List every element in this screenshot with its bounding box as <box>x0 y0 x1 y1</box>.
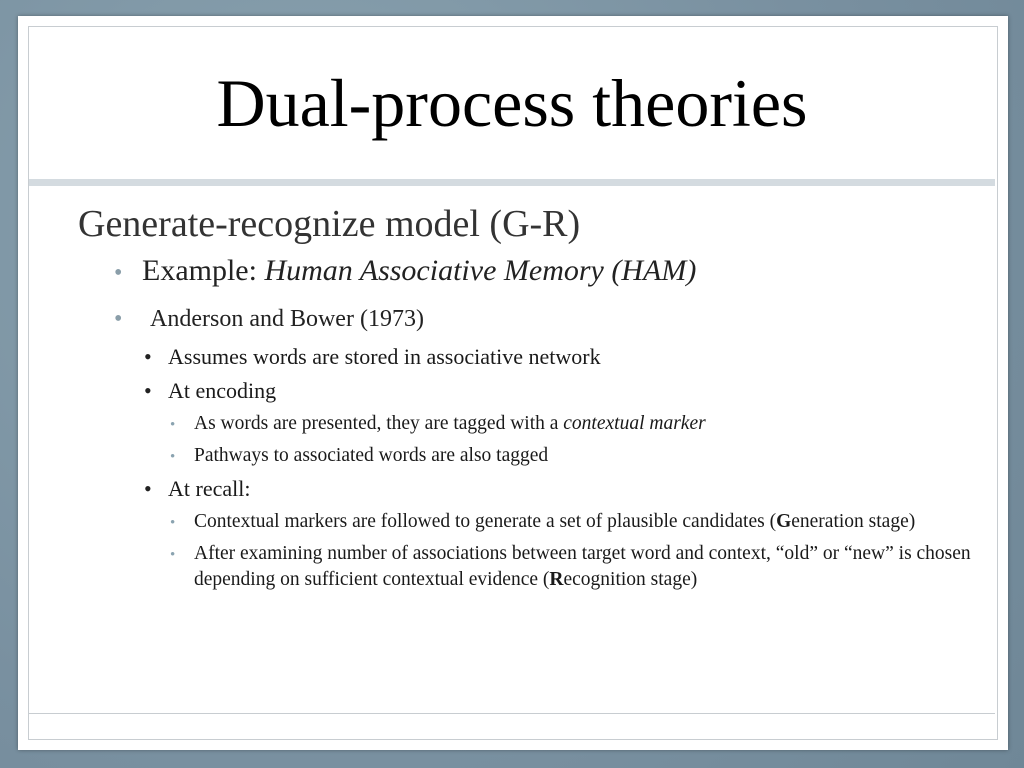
recognition-text: After examining number of associations b… <box>194 543 971 590</box>
bullet-recall: • At recall: <box>144 474 978 504</box>
generation-text: Contextual markers are followed to gener… <box>194 511 777 532</box>
bullet-icon: • <box>144 344 152 369</box>
recall-label: At recall: <box>168 476 251 501</box>
bullet-icon: • <box>170 449 176 465</box>
bullet-icon: • <box>114 260 123 286</box>
bullet-icon: • <box>114 306 123 332</box>
heading-generate-recognize: Generate-recognize model (G-R) <box>78 203 581 245</box>
encoding-label: At encoding <box>168 378 277 403</box>
bullet-icon: • <box>144 476 152 501</box>
anderson-text: Anderson and Bower (1973) <box>150 306 424 332</box>
encoding-item2-text: Pathways to associated words are also ta… <box>194 445 549 466</box>
recognition-suffix: ecognition stage) <box>563 569 698 590</box>
bullet-assumes: • Assumes words are stored in associativ… <box>144 342 978 372</box>
bullet-icon: • <box>170 417 176 433</box>
slide-frame <box>28 26 998 740</box>
title-area: Dual-process theories <box>29 27 995 179</box>
bullet-anderson: • Anderson and Bower (1973) <box>114 300 978 338</box>
footer-divider <box>29 713 995 714</box>
bullet-icon: • <box>170 547 176 563</box>
example-name: Human Associative Memory (HAM) <box>264 254 697 287</box>
bullet-icon: • <box>170 515 176 531</box>
bullet-recall-generation: • Contextual markers are followed to gen… <box>170 509 978 536</box>
example-label: Example: <box>142 254 265 287</box>
bullet-recall-recognition: • After examining number of associations… <box>170 541 978 593</box>
bullet-encoding: • At encoding <box>144 376 978 406</box>
bullet-example: • Example: Human Associative Memory (HAM… <box>114 252 978 292</box>
slide-content: Generate-recognize model (G-R) • Example… <box>78 202 978 593</box>
generation-suffix: eneration stage) <box>791 511 916 532</box>
bullet-encoding-item-1: • As words are presented, they are tagge… <box>170 411 978 438</box>
title-divider <box>29 179 995 186</box>
generation-bold: G <box>776 511 792 532</box>
bullet-encoding-item-2: • Pathways to associated words are also … <box>170 443 978 470</box>
slide-title: Dual-process theories <box>216 64 808 141</box>
bullet-icon: • <box>144 378 152 403</box>
encoding-item1-text: As words are presented, they are tagged … <box>194 413 564 434</box>
recognition-bold: R <box>549 569 564 590</box>
encoding-item1-italic: contextual marker <box>563 413 706 434</box>
slide: Dual-process theories Generate-recognize… <box>18 16 1008 750</box>
assumes-text: Assumes words are stored in associative … <box>168 344 601 369</box>
